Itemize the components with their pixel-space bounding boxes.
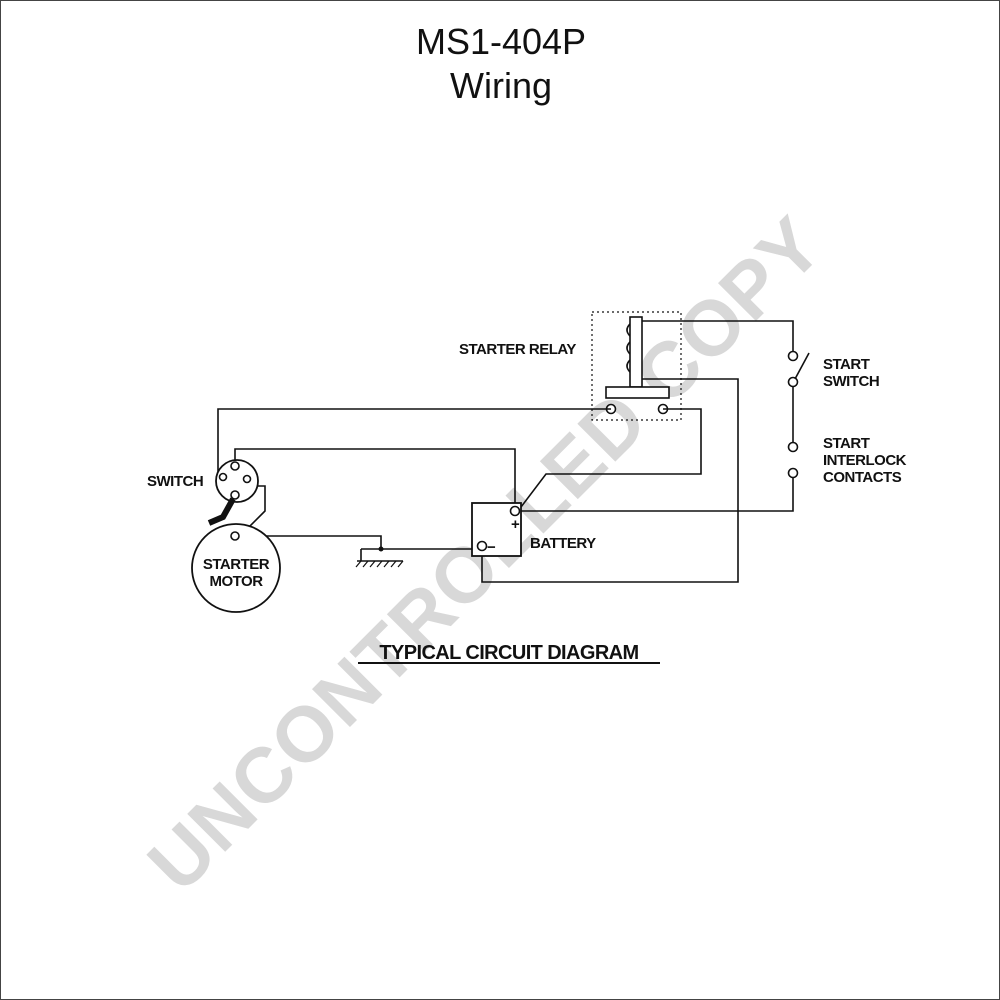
switch-terminal-top: [230, 461, 240, 471]
battery-minus-sign: −: [487, 539, 496, 556]
start-switch-terminal-top: [787, 350, 799, 362]
start-switch-terminal-bottom: [787, 376, 799, 388]
battery-label: BATTERY: [530, 535, 596, 552]
interlock-terminal-top: [787, 441, 799, 453]
battery-negative-terminal: [476, 540, 488, 552]
start-switch-label-1: START: [823, 356, 870, 373]
starter-relay-enclosure: [591, 311, 682, 421]
switch-terminal-right: [242, 474, 252, 484]
diagram-heading: TYPICAL CIRCUIT DIAGRAM: [379, 642, 638, 664]
starter-motor: [191, 523, 281, 613]
page-title: MS1-404P: [415, 21, 587, 62]
starter-motor-label-2: MOTOR: [209, 573, 263, 590]
motor-terminal: [230, 531, 240, 541]
start-switch-blade: [794, 352, 810, 380]
start-switch-label-2: SWITCH: [823, 373, 879, 390]
solenoid-switch: [215, 459, 259, 503]
interlock-label-2: INTERLOCK: [823, 452, 907, 469]
relay-coil: [629, 316, 643, 388]
starter-motor-label-1: STARTER: [203, 556, 270, 573]
interlock-label-1: START: [823, 435, 870, 452]
starter-relay-label: STARTER RELAY: [459, 341, 576, 358]
relay-coil-winding: [626, 323, 631, 373]
battery-plus-sign: +: [511, 516, 520, 533]
battery-positive-terminal: [509, 505, 521, 517]
ground-symbol: [355, 546, 404, 568]
switch-terminal-left: [218, 472, 228, 482]
relay-contact-bar: [605, 386, 670, 399]
interlock-terminal-bottom: [787, 467, 799, 479]
page-subtitle: Wiring: [449, 65, 552, 106]
switch-label: SWITCH: [147, 473, 203, 490]
switch-motor-strap: [207, 497, 236, 526]
interlock-label-3: CONTACTS: [823, 469, 902, 486]
switch-terminal-bottom: [230, 490, 240, 500]
